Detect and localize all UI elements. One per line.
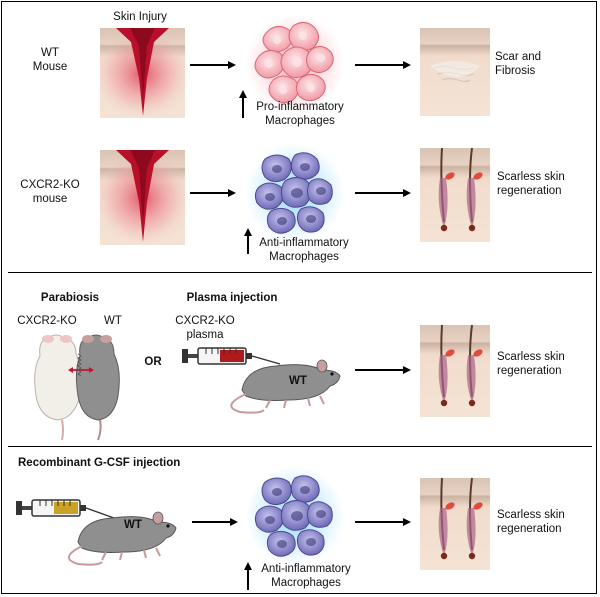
regen-label-3: Scarless skin regeneration — [497, 509, 565, 535]
arrow-wt-to-pro — [190, 61, 236, 69]
or-label: OR — [144, 356, 162, 368]
ko-mouse-label: CXCR2-KO mouse — [20, 179, 80, 205]
pro-inflammatory-label: Pro-inflammatory Macrophages — [256, 101, 344, 127]
gcsf-title: Recombinant G-CSF injection — [18, 457, 181, 469]
ko-wounded-skin — [100, 150, 185, 245]
regenerated-skin-2 — [420, 324, 490, 417]
arrow-ko-to-anti — [190, 189, 236, 197]
anti-inflammatory-macrophages — [245, 143, 345, 243]
gcsf-mouse-label: WT — [124, 519, 142, 531]
parabiosis-mice — [34, 334, 120, 441]
syringe-gold-icon — [16, 499, 115, 519]
arrow-up-anti — [244, 228, 252, 254]
plasma-mouse-label: WT — [289, 375, 307, 387]
panel-divider-2 — [8, 446, 592, 447]
arrow-anti-to-regen — [355, 189, 411, 197]
arrow-anti2-to-regen — [355, 518, 411, 526]
wt-mouse-label: WT Mouse — [32, 47, 68, 73]
regenerated-skin — [420, 147, 490, 242]
wt-mouse-plasma — [230, 359, 341, 414]
wt-mouse-gcsf — [68, 511, 177, 566]
anti-inflammatory-label-2: Anti-inflammatory Macrophages — [261, 563, 351, 589]
skin-injury-label: Skin Injury — [113, 11, 167, 23]
arrow-gcsf-to-anti — [192, 518, 238, 526]
pro-inflammatory-macrophages — [245, 14, 345, 114]
parabiosis-title: Parabiosis — [40, 292, 100, 304]
panel-divider-1 — [8, 272, 592, 273]
anti-inflammatory-label: Anti-inflammatory Macrophages — [259, 237, 349, 263]
regen-label-1: Scarless skin regeneration — [497, 171, 565, 197]
anti-inflammatory-macrophages-2 — [245, 466, 345, 566]
wt-wounded-skin — [100, 28, 185, 118]
regenerated-skin-3 — [420, 477, 490, 570]
parabiosis-ko-label: CXCR2-KO — [17, 315, 77, 327]
scar-fibrosis-label: Scar and Fibrosis — [495, 51, 542, 77]
arrow-up-pro — [239, 90, 247, 118]
syringe-red-icon — [182, 347, 281, 365]
plasma-injection-illustration — [182, 347, 341, 414]
plasma-label: CXCR2-KO plasma — [175, 315, 235, 341]
parabiosis-wt-label: WT — [104, 315, 122, 327]
arrow-up-anti-2 — [244, 562, 252, 590]
plasma-injection-title: Plasma injection — [186, 292, 278, 304]
gcsf-injection-illustration — [16, 499, 177, 566]
scar-skin — [420, 28, 490, 116]
arrow-pro-to-scar — [355, 61, 411, 69]
arrow-plasma-to-regen — [355, 366, 411, 374]
regen-label-2: Scarless skin regeneration — [497, 351, 565, 377]
